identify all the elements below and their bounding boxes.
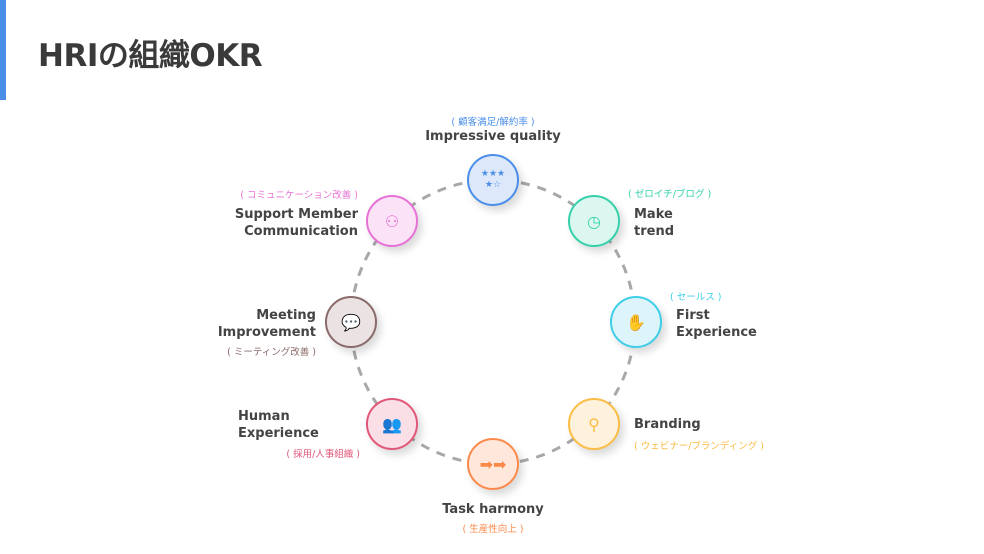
okr-label: First Experience — [676, 308, 757, 340]
okr-node-4: ➡➡ — [467, 438, 519, 490]
okr-sublabel: ( ミーティング改善 ) — [227, 347, 316, 358]
hand-tag-icon: ✋ — [626, 312, 646, 332]
page-title: HRIの組織OKR — [38, 38, 263, 74]
okr-node-3: ⚲ — [568, 398, 620, 450]
okr-node-7: ⚇ — [366, 195, 418, 247]
people-icon: 👥 — [382, 414, 402, 434]
okr-sublabel: ( ゼロイチ/ブログ ) — [628, 189, 712, 200]
arrows-icon: ➡➡ — [479, 454, 507, 474]
team-network-icon: ⚇ — [384, 211, 400, 231]
okr-node-1: ◷ — [568, 195, 620, 247]
okr-node-5: 👥 — [366, 398, 418, 450]
okr-label: Support Member Communication — [234, 207, 358, 239]
okr-label: Task harmony — [442, 502, 544, 517]
meeting-icon: 💬 — [341, 312, 361, 332]
okr-sublabel: ( 採用/人事組織 ) — [286, 449, 360, 460]
okr-sublabel: ( コミュニケーション改善 ) — [240, 190, 358, 201]
stamp-icon: ⚲ — [588, 414, 600, 434]
notebook-clock-icon: ◷ — [587, 211, 601, 231]
okr-node-2: ✋ — [610, 296, 662, 348]
okr-sublabel: ( 生産性向上 ) — [462, 524, 524, 535]
stars-icon: ★★★ ★☆ — [480, 169, 506, 190]
okr-node-0: ★★★ ★☆ — [467, 154, 519, 206]
okr-sublabel: ( ウェビナー/ブランディング ) — [634, 441, 764, 452]
okr-label: Impressive quality — [425, 129, 561, 144]
okr-sublabel: ( セールス ) — [670, 292, 722, 303]
okr-label: Human Experience — [238, 409, 319, 441]
okr-label: Branding — [634, 417, 701, 432]
okr-node-6: 💬 — [325, 296, 377, 348]
accent-bar — [0, 0, 6, 100]
okr-sublabel: ( 顧客満足/解約率 ) — [451, 117, 535, 128]
okr-label: Meeting Improvement — [217, 308, 316, 340]
okr-label: Make trend — [634, 207, 675, 239]
